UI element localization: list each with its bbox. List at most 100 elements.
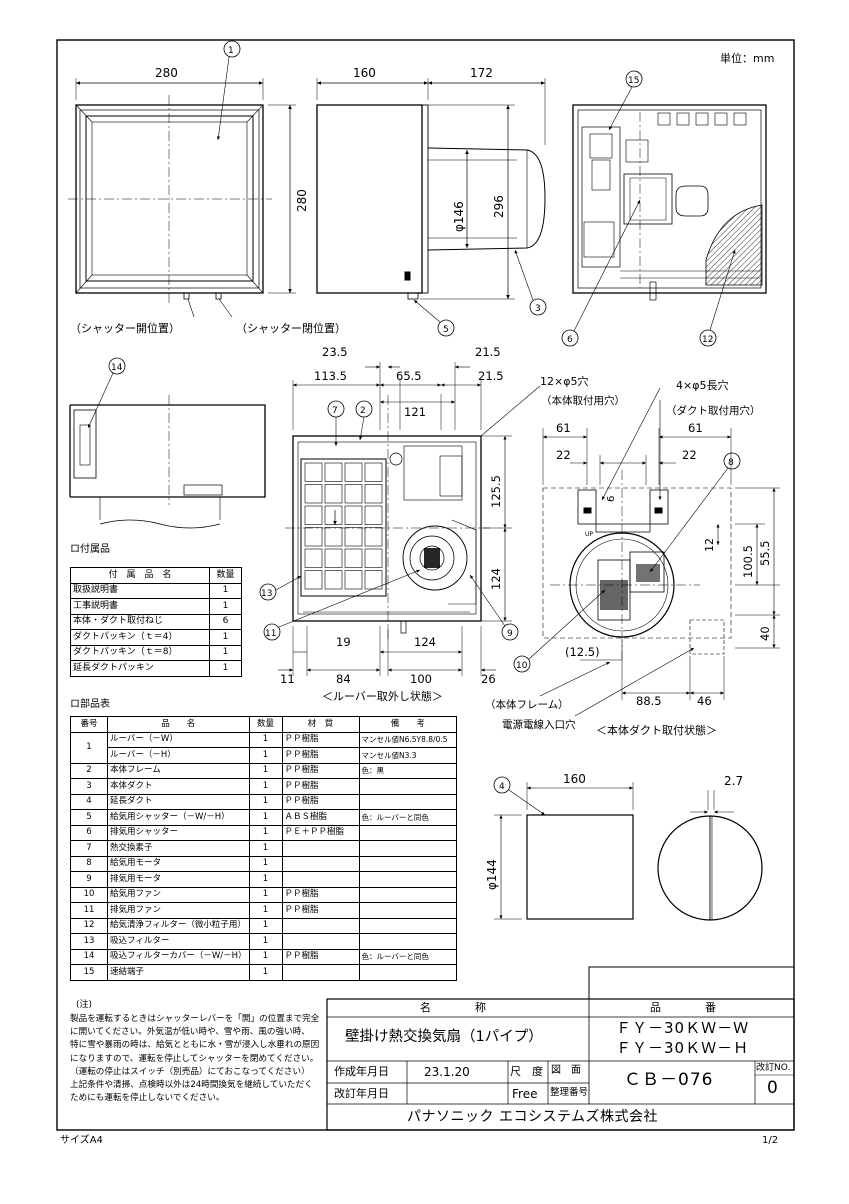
accessory-qty: 1 (209, 660, 242, 677)
part-name: 本体ダクト (107, 778, 250, 795)
part-qty: 1 (248, 948, 283, 965)
part-qty: 1 (248, 824, 283, 841)
part-qty: 1 (248, 902, 283, 919)
tag-10: 10 (516, 661, 528, 671)
part-remarks (358, 871, 457, 888)
dim-88-5: 88.5 (636, 694, 662, 708)
dim-ext-duct-length: 160 (563, 772, 586, 786)
parts-title: ロ部品表 (70, 699, 110, 710)
front-view (68, 40, 296, 318)
part-name: 給気清浄フィルター（微小粒子用） (107, 917, 250, 934)
part-material: ＰＰ樹脂 (281, 886, 360, 903)
dim-55-5: 55.5 (758, 540, 772, 566)
part-qty: 1 (248, 778, 283, 795)
label-duct-holes: 4×φ5長穴 (676, 378, 728, 392)
revised-date-label: 改訂年月日 (334, 1087, 389, 1100)
part-number: 3 (70, 778, 108, 795)
dim-11: 11 (280, 672, 295, 686)
parts-col-qty: 数量 (248, 716, 283, 733)
part-qty: 1 (248, 840, 283, 857)
title-block-frame (326, 966, 795, 1131)
part-remarks (358, 778, 457, 795)
accessory-name: 本体・ダクト取付ねじ (70, 613, 210, 630)
created-date: 23.1.20 (424, 1065, 470, 1079)
part-name: 排気用モータ (107, 871, 250, 888)
notes-label: (注) (76, 1000, 93, 1010)
dim-19: 19 (336, 635, 351, 649)
dim-21-5: 21.5 (478, 369, 504, 383)
tag-7: 7 (332, 406, 338, 416)
dim-22-right: 22 (682, 448, 697, 462)
part-number: 13 (70, 933, 108, 950)
accessories-col-qty: 数量 (209, 567, 242, 584)
part-name: 給気用モータ (107, 855, 250, 872)
dim-40: 40 (758, 626, 772, 641)
filter-grid-cell (304, 570, 323, 590)
tag-12: 12 (702, 335, 713, 345)
dim-22-left: 22 (556, 448, 571, 462)
part-name: ルーバー（－H） (107, 747, 250, 764)
part-material: ＰＰ樹脂 (281, 948, 360, 965)
part-remarks (358, 793, 457, 810)
parts-header-row: 番号 品 名 数量 材 質 備 考 (70, 716, 457, 733)
filter-grid-cell (364, 548, 383, 568)
dim-6: 6 (606, 496, 617, 502)
part-name: 排気用シャッター (107, 824, 250, 841)
filter-grid-cell (364, 505, 383, 525)
part-material: ＰＰ樹脂 (281, 793, 360, 810)
revision-number: 0 (767, 1078, 778, 1098)
filter-grid-cell (324, 527, 343, 547)
dim-113-5: 113.5 (314, 369, 347, 383)
accessory-name: ダクトパッキン（ｔ＝4） (70, 629, 210, 646)
accessory-qty: 1 (209, 598, 242, 615)
louver-removed-view (259, 362, 541, 676)
dim-ext-duct-thickness: 2.7 (724, 774, 743, 788)
dim-61-right: 61 (688, 421, 703, 435)
part-material: ＰＥ＋ＰＰ樹脂 (281, 824, 360, 841)
filter-grid-cell (364, 527, 383, 547)
extension-duct-view (493, 776, 763, 921)
part-name: 本体フレーム (107, 762, 250, 779)
filter-grid-cell (364, 462, 383, 482)
accessory-name: 取扱説明書 (70, 582, 210, 599)
dim-front-height: 280 (295, 189, 309, 212)
product-name: 壁掛け熱交換気扇（1パイプ） (345, 1029, 543, 1045)
part-remarks (358, 933, 457, 950)
part-name: 排気用ファン (107, 902, 250, 919)
part-material (281, 933, 360, 950)
caption-duct-attached: ＜本体ダクト取付状態＞ (596, 723, 717, 737)
part-number: 9 (70, 871, 108, 888)
part-remarks (358, 964, 457, 981)
part-remarks: 色：黒 (358, 762, 457, 779)
filter-grid-cell (324, 505, 343, 525)
part-number: 12 (70, 917, 108, 934)
part-remarks (358, 886, 457, 903)
dim-121: 121 (404, 405, 426, 419)
created-date-label: 作成年月日 (334, 1065, 389, 1078)
filter-grid-cell (324, 548, 343, 568)
filter-grid-cell (324, 484, 343, 504)
part-qty: 1 (248, 871, 283, 888)
part-number: 15 (70, 964, 108, 981)
label-shutter-open-left: （シャッター開位置） (70, 321, 180, 335)
filter-grid-cell (324, 570, 343, 590)
notes-text: 製品を運転するときはシャッターレバーを「開」の位置まで完全 に開いてください。外… (70, 1014, 320, 1104)
filter-grid-cell (304, 462, 323, 482)
part-remarks (358, 840, 457, 857)
part-remarks (358, 917, 457, 934)
parts-col-remarks: 備 考 (358, 716, 457, 733)
label-power-entry: 電源電線入口穴 (502, 718, 576, 731)
tag-14: 14 (111, 363, 123, 373)
label-body-frame: （本体フレーム） (485, 698, 569, 711)
dim-100-5: 100.5 (741, 545, 755, 578)
